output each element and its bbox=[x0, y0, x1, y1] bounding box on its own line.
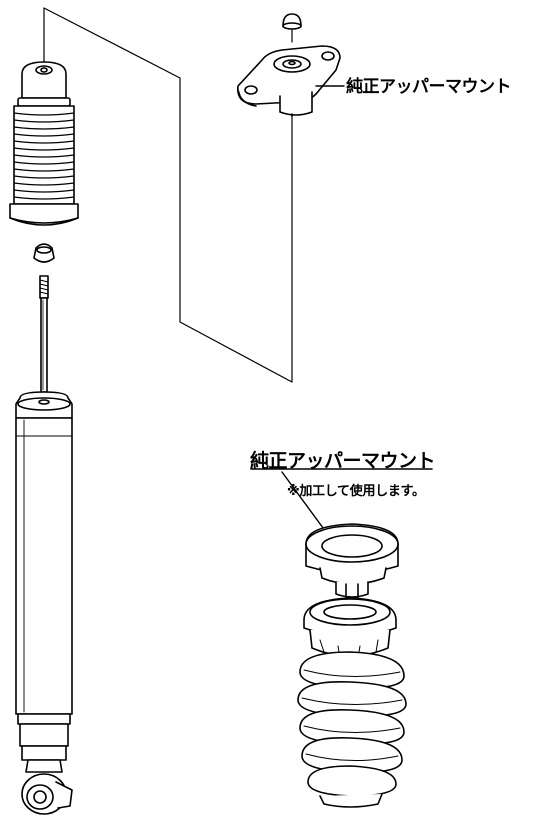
machining-note: ※加工して使用します。 bbox=[287, 484, 425, 499]
oem-upper-mount-top bbox=[238, 14, 344, 116]
coil-spring-assembly bbox=[298, 598, 406, 807]
oem-upper-mount-machined bbox=[251, 469, 432, 598]
rubber-bushing bbox=[34, 244, 54, 262]
shock-absorber bbox=[16, 276, 72, 814]
upper-mount-label-top: 純正アッパーマウント bbox=[346, 77, 512, 97]
assembly-guide-line bbox=[44, 8, 292, 382]
upper-mount-label-machined: 純正アッパーマウント bbox=[250, 450, 436, 472]
dust-boot bbox=[10, 62, 78, 225]
